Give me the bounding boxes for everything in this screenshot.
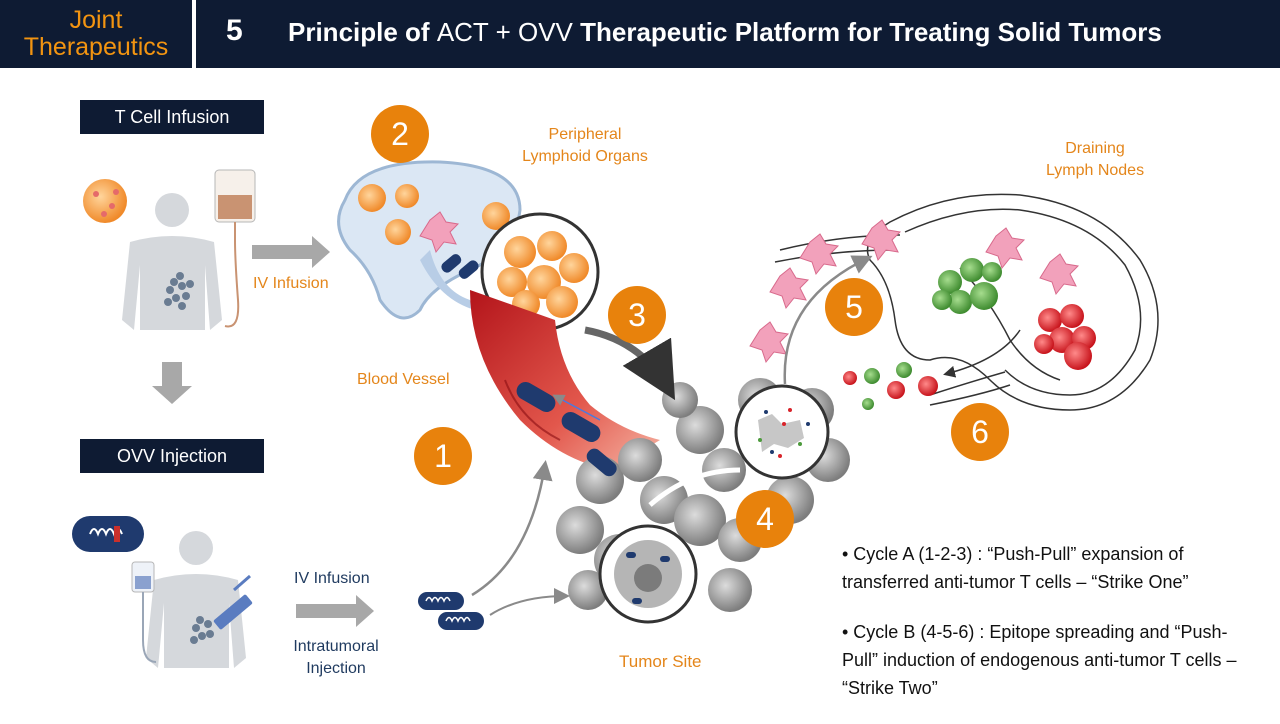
- peripheral-line-1: Peripheral: [548, 126, 622, 143]
- peripheral-lymphoid-organ: [337, 160, 522, 320]
- logo-line-2: Therapeutics: [23, 33, 169, 61]
- peripheral-lymphoid-organs-label: Peripheral Lymphoid Organs: [500, 124, 670, 168]
- draining-line-1: Draining: [1065, 140, 1125, 157]
- title-prefix: Principle of: [288, 17, 430, 47]
- tumor-lysis-zoom: [734, 384, 830, 480]
- arrow-organ-to-tumor: [584, 326, 676, 401]
- title-highlight: ACT + OVV: [436, 17, 573, 47]
- step-1-label: 1: [434, 438, 452, 474]
- iv-infusion-arrow: [252, 236, 330, 268]
- header-divider: [192, 0, 196, 68]
- blood-vessel: [470, 290, 660, 470]
- company-logo: Joint Therapeutics: [0, 0, 192, 68]
- green-t-cell-cluster: [932, 258, 1002, 314]
- tumor-cluster-icon: [164, 272, 194, 310]
- oncolytic-virus-icon: [72, 516, 144, 552]
- arrow-node-to-blood: [943, 329, 1021, 378]
- step-3-label: 3: [628, 297, 646, 333]
- step-4-label: 4: [756, 501, 774, 537]
- peripheral-line-2: Lymphoid Organs: [522, 148, 648, 165]
- step-5-marker: 5: [825, 278, 883, 336]
- intratumoral-line-2: Injection: [306, 660, 366, 677]
- step-6-label: 6: [971, 414, 989, 450]
- step-3-marker: 3: [608, 286, 666, 344]
- step-2-label: 2: [391, 116, 409, 152]
- iv-infusion-label-bottom: IV Infusion: [294, 570, 370, 587]
- arrow-virus-to-tumor: [489, 588, 570, 616]
- down-arrow: [152, 362, 192, 404]
- step-2-marker: 2: [371, 105, 429, 163]
- ovv-injection-label: OVV Injection: [80, 439, 264, 473]
- slide-number: 5: [226, 14, 243, 47]
- draining-line-2: Lymph Nodes: [1045, 162, 1145, 179]
- iv-infusion-label-top: IV Infusion: [253, 275, 329, 292]
- intratumoral-injection-label: Intratumoral Injection: [280, 636, 392, 680]
- t-cell-expansion-zoom: [480, 212, 600, 332]
- virus-particles: [418, 592, 484, 630]
- title-suffix: Therapeutic Platform for Treating Solid …: [580, 17, 1162, 47]
- therapy-diagram: 1 2 3 4 5 6: [72, 105, 1159, 668]
- draining-lymph-nodes-label: Draining Lymph Nodes: [1020, 138, 1170, 182]
- step-1-marker: 1: [414, 427, 472, 485]
- intratumoral-line-1: Intratumoral: [293, 638, 379, 655]
- patient-figure-bottom: [146, 531, 246, 668]
- tumor-site-label: Tumor Site: [619, 652, 702, 671]
- t-cell-infusion-label: T Cell Infusion: [80, 100, 264, 134]
- iv-drip-icon: [131, 561, 157, 663]
- arrow-infusion-to-vessel: [471, 460, 553, 597]
- syringe-icon: [213, 574, 253, 630]
- iv-bag-icon: [214, 169, 256, 328]
- cycle-a-bullet: • Cycle A (1-2-3) : “Push-Pull” expansio…: [842, 544, 1189, 592]
- step-4-marker: 4: [736, 490, 794, 548]
- cycle-descriptions: • Cycle A (1-2-3) : “Push-Pull” expansio…: [842, 540, 1262, 724]
- intratumoral-arrow: [296, 595, 374, 627]
- arrow-tumor-to-node: [783, 255, 873, 385]
- blood-vessel-label: Blood Vessel: [357, 371, 450, 388]
- patient-figure-top: [122, 193, 222, 330]
- logo-line-1: Joint: [69, 6, 123, 34]
- slide-title: Principle of ACT + OVV Therapeutic Platf…: [288, 17, 1162, 48]
- migrating-t-cells: [843, 362, 938, 410]
- step-6-marker: 6: [951, 403, 1009, 461]
- t-cell-icon: [83, 179, 127, 223]
- header-bar: Joint Therapeutics 5 Principle of ACT + …: [0, 0, 1280, 68]
- step-5-label: 5: [845, 289, 863, 325]
- red-t-cell-cluster: [1034, 304, 1096, 370]
- cycle-b-bullet: • Cycle B (4-5-6) : Epitope spreading an…: [842, 622, 1237, 698]
- tumor-cell-zoom: [598, 524, 698, 624]
- dendritic-cells: [749, 219, 1080, 364]
- tumor-cluster-icon-bottom: [190, 616, 214, 644]
